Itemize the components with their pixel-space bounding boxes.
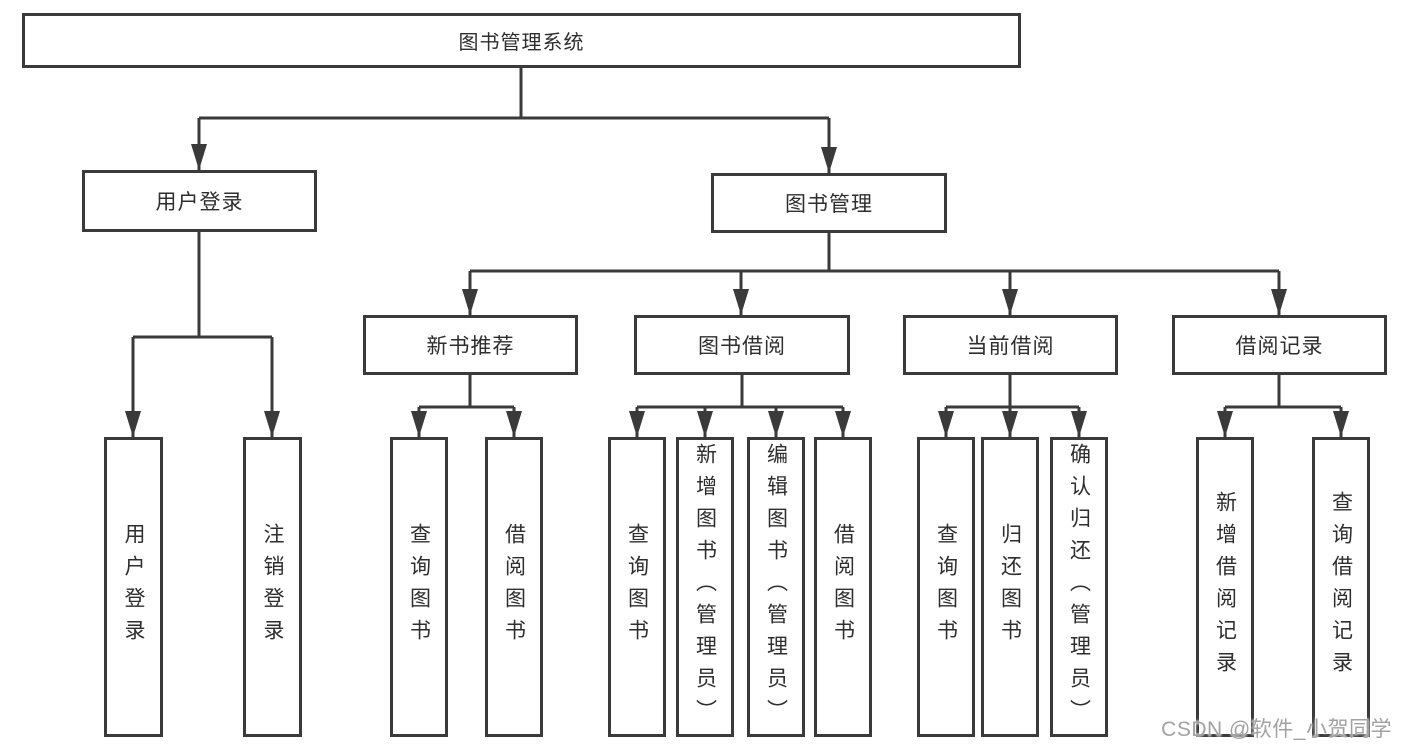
arrow-drops — [125, 118, 1349, 437]
node-label: 查询借阅记录 — [1329, 491, 1353, 683]
node-label: 查询图书 — [934, 523, 958, 651]
node-book-borrowing: 图书借阅 — [634, 315, 850, 375]
node-label: 新书推荐 — [426, 335, 515, 358]
node-label: 用户登录 — [122, 523, 145, 651]
node-borrowing-records: 借阅记录 — [1172, 315, 1387, 375]
node-nbr-query-books: 查询图书 — [390, 437, 448, 737]
node-bb-edit-books-admin: 编辑图书（管理员） — [747, 437, 805, 737]
wire-root-to-level2 — [199, 68, 829, 120]
node-library-management-system: 图书管理系统 — [22, 13, 1021, 68]
node-new-book-recommendation: 新书推荐 — [363, 315, 578, 375]
node-label: 借阅图书 — [502, 523, 526, 651]
node-label: 借阅记录 — [1235, 335, 1324, 358]
node-label: 查询图书 — [625, 523, 649, 651]
wire-new-book-recommendation-to-leaves — [419, 375, 514, 409]
node-bb-borrow-books: 借阅图书 — [814, 437, 872, 737]
wire-book-management-to-level3 — [470, 233, 1279, 273]
node-book-management: 图书管理 — [711, 173, 947, 233]
wire-user-login-to-leaves — [133, 232, 272, 339]
node-br-query-borrow-record: 查询借阅记录 — [1312, 437, 1370, 737]
node-label: 图书管理 — [785, 193, 873, 216]
node-bb-add-books-admin: 新增图书（管理员） — [676, 437, 734, 737]
node-label: 查询图书 — [407, 523, 431, 651]
node-bb-query-books: 查询图书 — [608, 437, 666, 737]
node-label: 编辑图书（管理员） — [764, 443, 788, 731]
wire-current-borrowing-to-leaves — [946, 375, 1079, 409]
wire-book-borrowing-to-leaves — [637, 375, 843, 409]
node-label: 归还图书 — [998, 523, 1022, 651]
node-cb-confirm-return-admin: 确认归还（管理员） — [1050, 437, 1108, 737]
node-cb-query-books: 查询图书 — [917, 437, 975, 737]
node-nbr-borrow-books: 借阅图书 — [485, 437, 543, 737]
node-label: 新增图书（管理员） — [693, 443, 717, 731]
node-label: 用户登录 — [155, 191, 244, 214]
node-cb-return-books: 归还图书 — [981, 437, 1039, 737]
csdn-watermark: CSDN @软件_小贺同学 — [1161, 718, 1392, 741]
node-label: 当前借阅 — [966, 335, 1055, 358]
wire-borrowing-records-to-leaves — [1225, 375, 1341, 409]
node-label: 图书借阅 — [698, 335, 786, 358]
node-user-login: 用户登录 — [82, 170, 317, 232]
node-label: 确认归还（管理员） — [1067, 443, 1091, 731]
node-label: 注销登录 — [261, 523, 284, 651]
node-label: 新增借阅记录 — [1213, 491, 1237, 683]
node-current-borrowing: 当前借阅 — [903, 315, 1118, 375]
node-logout-action: 注销登录 — [243, 437, 302, 737]
node-user-login-action: 用户登录 — [104, 437, 163, 737]
node-label: 图书管理系统 — [458, 32, 585, 54]
node-br-add-borrow-record: 新增借阅记录 — [1196, 437, 1254, 737]
node-label: 借阅图书 — [831, 523, 855, 651]
